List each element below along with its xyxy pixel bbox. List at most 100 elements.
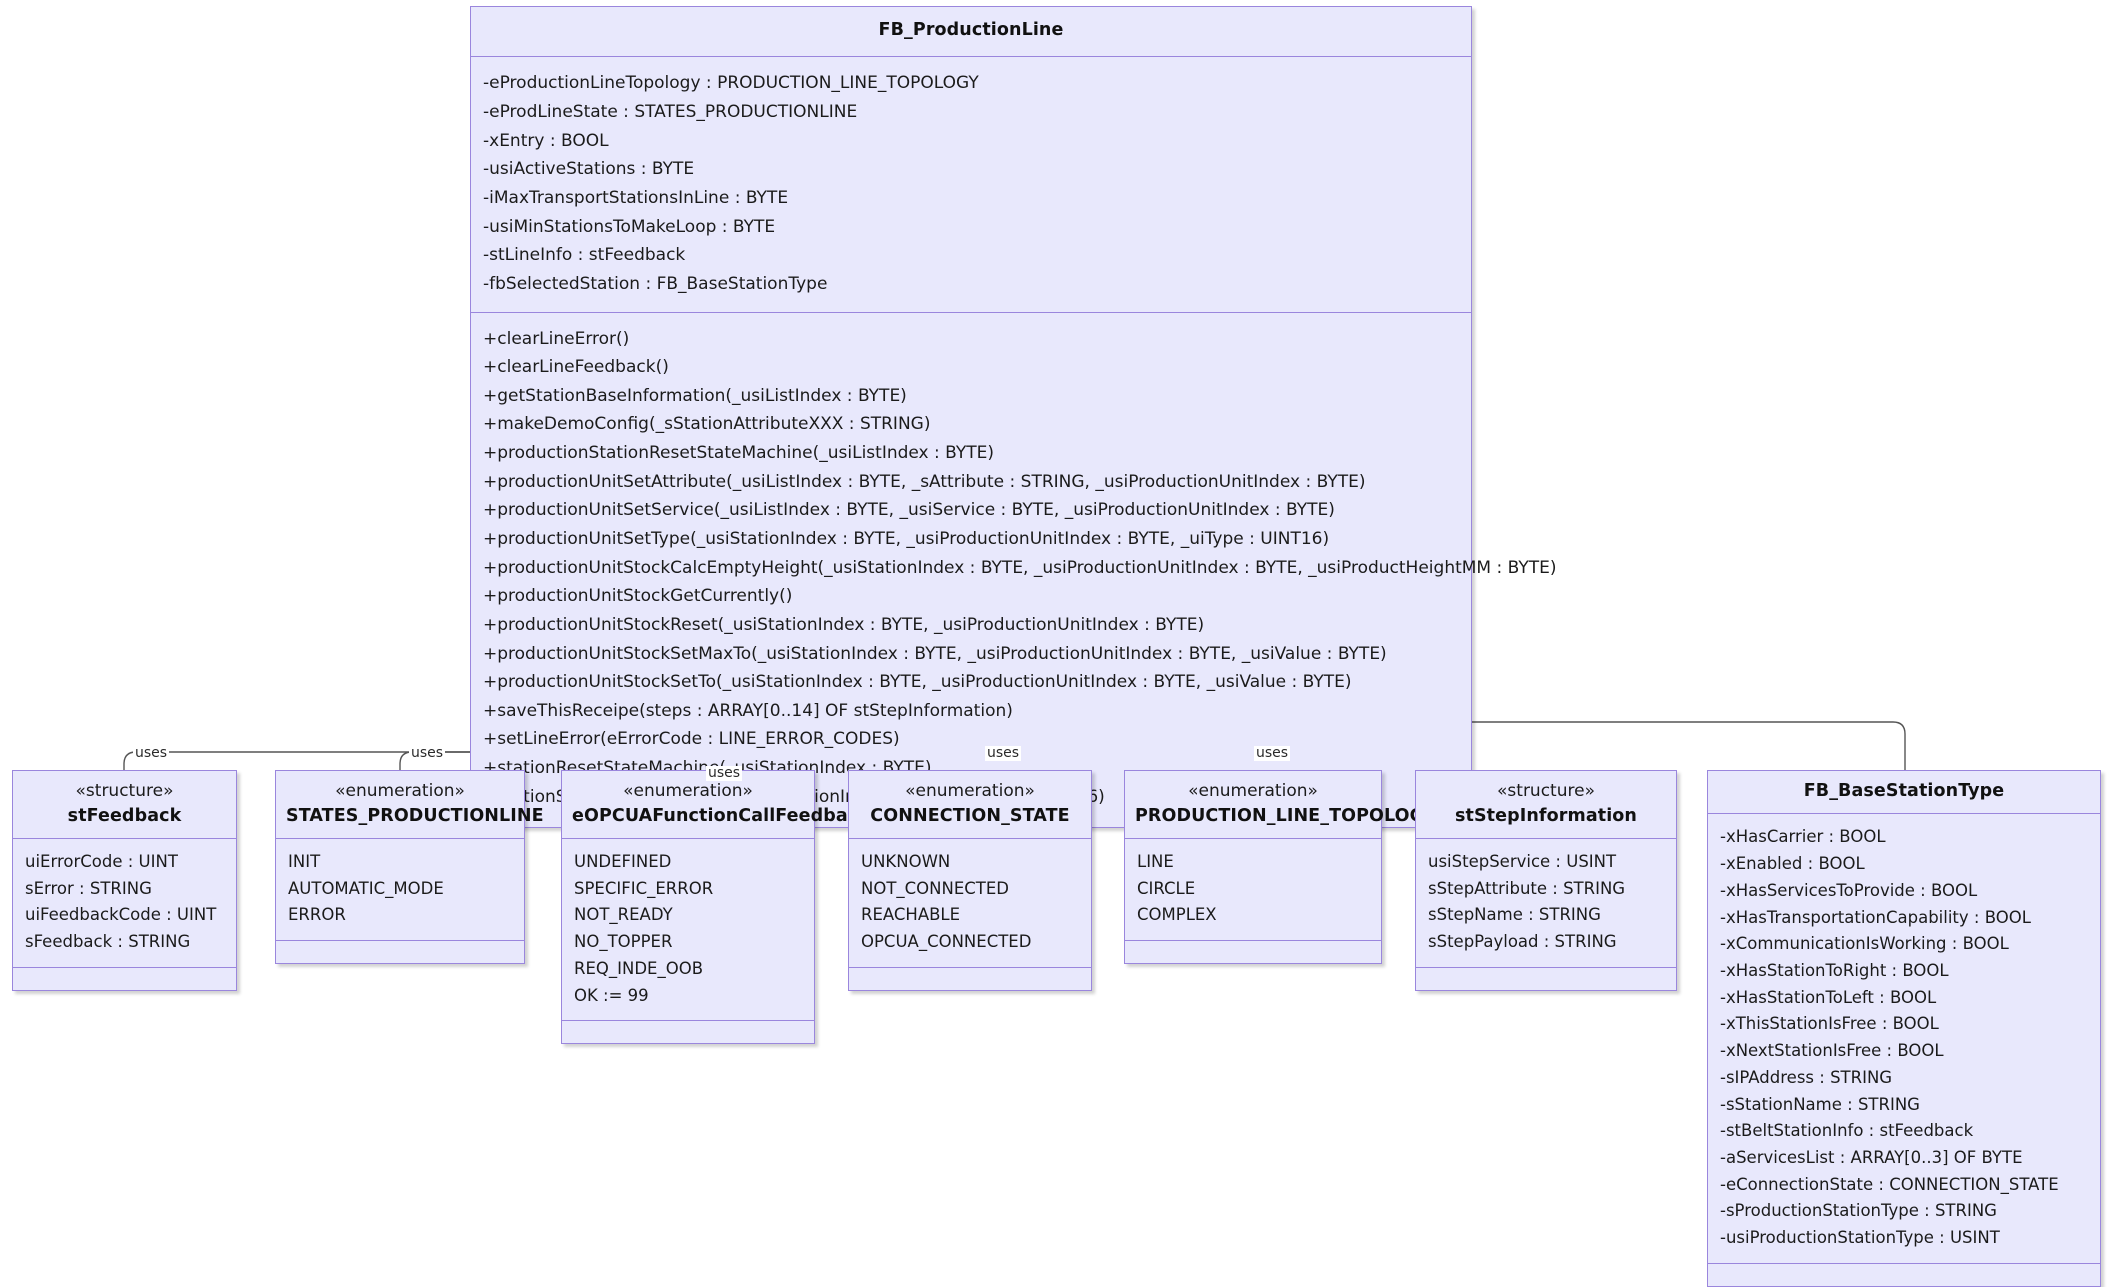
stereotype-label: «structure» <box>1497 781 1595 801</box>
enum-literal: REQ_INDE_OOB <box>574 958 704 978</box>
attribute-item: -stLineInfo : stFeedback <box>483 245 686 266</box>
attribute-item: -eConnectionState : CONNECTION_STATE <box>1720 1174 2059 1194</box>
class-box-stfeedback[interactable]: «structure» stFeedback uiErrorCode : UIN… <box>12 770 237 991</box>
enum-literal: NOT_READY <box>574 905 673 925</box>
enum-literal: INIT <box>288 852 321 872</box>
enum-literal: NO_TOPPER <box>574 932 673 952</box>
attribute-item: sStepAttribute : STRING <box>1428 878 1626 898</box>
operations-compartment <box>849 968 1091 990</box>
class-box-ststepinformation[interactable]: «structure» stStepInformation usiStepSer… <box>1415 770 1677 991</box>
attribute-item: -xHasServicesToProvide : BOOL <box>1720 880 1978 900</box>
enum-literal: OPCUA_CONNECTED <box>861 932 1032 952</box>
attribute-item: sError : STRING <box>25 878 152 898</box>
operations-compartment <box>1416 968 1676 990</box>
attribute-item: sStepPayload : STRING <box>1428 932 1617 952</box>
class-box-fb-productionline[interactable]: FB_ProductionLine -eProductionLineTopolo… <box>470 6 1557 829</box>
attribute-item: uiErrorCode : UINT <box>25 852 178 872</box>
class-header-ststepinformation: «structure» stStepInformation <box>1416 771 1676 840</box>
attribute-item: -usiProductionStationType : USINT <box>1720 1228 2000 1248</box>
stereotype-label: «enumeration» <box>1188 781 1318 801</box>
attribute-item: uiFeedbackCode : UINT <box>25 905 217 925</box>
attributes-compartment: INIT AUTOMATIC_MODE ERROR <box>276 839 524 942</box>
operation-item: +productionStationResetStateMachine(_usi… <box>483 443 995 464</box>
operations-compartment <box>276 941 524 963</box>
enum-literal: REACHABLE <box>861 905 961 925</box>
enum-literal: LINE <box>1137 852 1174 872</box>
attributes-compartment: -eProductionLineTopology : PRODUCTION_LI… <box>471 57 1471 313</box>
attribute-item: -usiMinStationsToMakeLoop : BYTE <box>483 216 776 237</box>
class-box-production-line-topology[interactable]: «enumeration» PRODUCTION_LINE_TOPOLOGY L… <box>1124 770 1437 965</box>
operation-item: +productionUnitStockGetCurrently() <box>483 586 793 607</box>
edge-label-uses-topology: uses <box>1254 745 1291 762</box>
enum-literal: ERROR <box>288 905 346 925</box>
enum-literal: COMPLEX <box>1137 905 1217 925</box>
class-title: CONNECTION_STATE <box>870 805 1070 826</box>
attribute-item: -xHasCarrier : BOOL <box>1720 827 1886 847</box>
edge-label-uses-connection: uses <box>985 745 1022 762</box>
class-title: FB_ProductionLine <box>878 20 1064 40</box>
attribute-item: -xHasStationToRight : BOOL <box>1720 960 1949 980</box>
class-title: FB_BaseStationType <box>1803 781 2005 801</box>
attribute-item: -iMaxTransportStationsInLine : BYTE <box>483 187 789 208</box>
class-header-eopcuafunctioncallfeedback: «enumeration» eOPCUAFunctionCallFeedback <box>562 771 870 840</box>
attribute-item: -sStationName : STRING <box>1720 1094 1920 1114</box>
operations-compartment <box>13 968 236 990</box>
attribute-item: -stBeltStationInfo : stFeedback <box>1720 1121 1974 1141</box>
attribute-item: -xThisStationIsFree : BOOL <box>1720 1014 1939 1034</box>
operation-item: +productionUnitSetAttribute(_usiListInde… <box>483 471 1366 492</box>
operations-compartment <box>1125 941 1381 963</box>
attribute-item: -usiActiveStations : BYTE <box>483 159 695 180</box>
operation-item: +saveThisReceipe(steps : ARRAY[0..14] OF… <box>483 700 1013 721</box>
operations-compartment <box>562 1021 814 1043</box>
stereotype-label: «enumeration» <box>905 781 1035 801</box>
class-box-eopcuafunctioncallfeedback[interactable]: «enumeration» eOPCUAFunctionCallFeedback… <box>561 770 870 1045</box>
enum-literal: SPECIFIC_ERROR <box>574 878 714 898</box>
attribute-item: -eProductionLineTopology : PRODUCTION_LI… <box>483 73 979 94</box>
attribute-item: -xCommunicationIsWorking : BOOL <box>1720 934 2009 954</box>
class-header-fb-productionline: FB_ProductionLine <box>471 7 1471 58</box>
attribute-item: -xHasTransportationCapability : BOOL <box>1720 907 2031 927</box>
class-title: stStepInformation <box>1455 805 1637 826</box>
attribute-item: -xEntry : BOOL <box>483 130 609 151</box>
class-header-connection-state: «enumeration» CONNECTION_STATE <box>849 771 1091 840</box>
operation-item: +productionUnitStockSetMaxTo(_usiStation… <box>483 643 1387 664</box>
class-box-fb-basestationtype[interactable]: FB_BaseStationType -xHasCarrier : BOOL -… <box>1707 770 2101 1287</box>
enum-literal: UNKNOWN <box>861 852 951 872</box>
class-title: eOPCUAFunctionCallFeedback <box>572 805 870 826</box>
enum-literal: OK := 99 <box>574 985 649 1005</box>
class-title: STATES_PRODUCTIONLINE <box>286 805 544 826</box>
attributes-compartment: UNKNOWN NOT_CONNECTED REACHABLE OPCUA_CO… <box>849 839 1091 968</box>
class-title: PRODUCTION_LINE_TOPOLOGY <box>1135 805 1437 826</box>
operation-item: +clearLineFeedback() <box>483 357 669 378</box>
attributes-compartment: UNDEFINED SPECIFIC_ERROR NOT_READY NO_TO… <box>562 839 814 1022</box>
attribute-item: -sIPAddress : STRING <box>1720 1067 1893 1087</box>
attribute-item: usiStepService : USINT <box>1428 852 1617 872</box>
operations-compartment <box>1708 1264 2100 1286</box>
edge-label-uses-opcua: uses <box>706 765 743 782</box>
enum-literal: CIRCLE <box>1137 878 1196 898</box>
attribute-item: -fbSelectedStation : FB_BaseStationType <box>483 273 828 294</box>
operation-item: +getStationBaseInformation(_usiListIndex… <box>483 385 907 406</box>
enum-literal: NOT_CONNECTED <box>861 878 1010 898</box>
stereotype-label: «enumeration» <box>335 781 465 801</box>
enum-literal: UNDEFINED <box>574 852 672 872</box>
class-header-states-productionline: «enumeration» STATES_PRODUCTIONLINE <box>276 771 544 840</box>
operation-item: +clearLineError() <box>483 328 630 349</box>
operation-item: +productionUnitStockReset(_usiStationInd… <box>483 614 1205 635</box>
operations-compartment: +clearLineError() +clearLineFeedback() +… <box>471 313 1557 828</box>
class-header-stfeedback: «structure» stFeedback <box>13 771 236 840</box>
attribute-item: sFeedback : STRING <box>25 932 191 952</box>
class-box-states-productionline[interactable]: «enumeration» STATES_PRODUCTIONLINE INIT… <box>275 770 544 965</box>
edge-label-uses-states: uses <box>409 745 446 762</box>
enum-literal: AUTOMATIC_MODE <box>288 878 444 898</box>
attribute-item: -sProductionStationType : STRING <box>1720 1201 1997 1221</box>
attribute-item: -xEnabled : BOOL <box>1720 854 1865 874</box>
operation-item: +productionUnitSetType(_usiStationIndex … <box>483 528 1330 549</box>
operation-item: +productionUnitSetService(_usiListIndex … <box>483 500 1335 521</box>
attributes-compartment: -xHasCarrier : BOOL -xEnabled : BOOL -xH… <box>1708 814 2100 1264</box>
stereotype-label: «structure» <box>75 781 174 801</box>
attribute-item: -xNextStationIsFree : BOOL <box>1720 1041 1944 1061</box>
attribute-item: -aServicesList : ARRAY[0..3] OF BYTE <box>1720 1148 2023 1167</box>
class-box-connection-state[interactable]: «enumeration» CONNECTION_STATE UNKNOWN N… <box>848 770 1092 991</box>
